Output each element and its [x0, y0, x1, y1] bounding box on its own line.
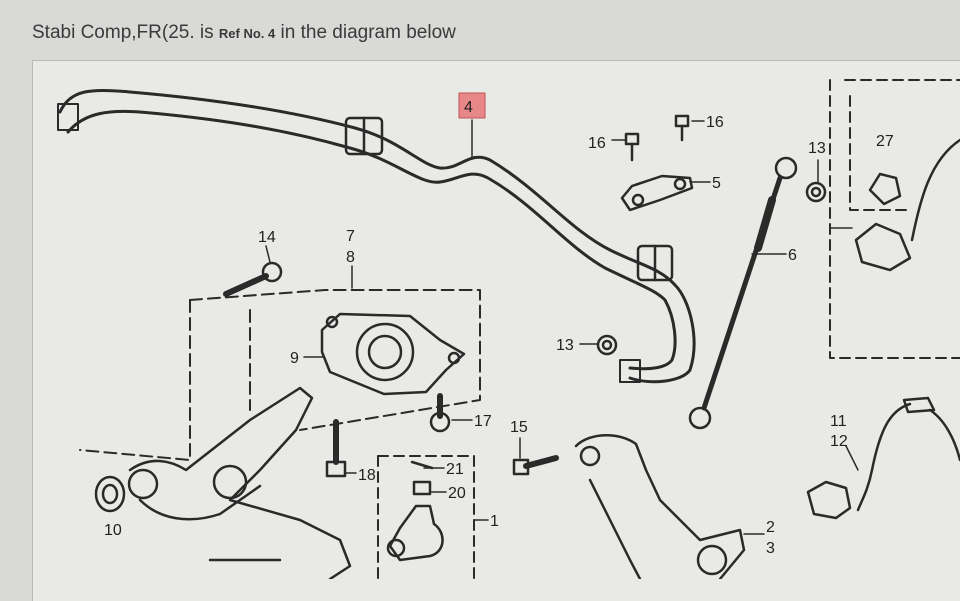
callout-18[interactable]: 18	[358, 467, 376, 484]
caption-prefix: Stabi Comp,FR(25. is	[32, 22, 214, 43]
washer-10[interactable]	[94, 475, 126, 513]
diagram-frame	[32, 60, 960, 601]
abs-sensor[interactable]	[806, 396, 960, 520]
stabilizer-link[interactable]	[688, 156, 798, 430]
callout-15[interactable]: 15	[510, 419, 528, 436]
callout-10[interactable]: 10	[104, 522, 122, 539]
caption-suffix: in the diagram below	[280, 22, 456, 43]
callout-3[interactable]: 3	[766, 540, 775, 557]
ball-joint-box	[377, 455, 475, 579]
bushing-holder[interactable]	[620, 174, 694, 212]
ref-4-badge[interactable]	[458, 92, 486, 119]
callout-14[interactable]: 14	[258, 229, 276, 246]
callout-16-left[interactable]: 16	[588, 135, 606, 152]
bolt-16-right[interactable]	[674, 114, 690, 142]
callout-4[interactable]: 4	[464, 99, 473, 116]
callout-16-right[interactable]: 16	[706, 114, 724, 131]
callout-1[interactable]: 1	[490, 513, 499, 530]
nut-13-mid[interactable]	[596, 334, 618, 356]
diagram-caption: Stabi Comp,FR(25. is Ref No. 4 in the di…	[32, 22, 456, 44]
callout-7[interactable]: 7	[346, 228, 355, 245]
bar-bushing-right[interactable]	[636, 244, 674, 282]
ball-joint[interactable]	[386, 460, 444, 562]
callout-8[interactable]: 8	[346, 249, 355, 266]
callout-2[interactable]: 2	[766, 519, 775, 536]
lower-arm[interactable]	[127, 386, 352, 579]
bolt-16-left[interactable]	[624, 132, 640, 162]
leader-lines	[265, 119, 859, 535]
bolt-14[interactable]	[223, 261, 283, 297]
inset-box	[829, 79, 960, 359]
wheel-sensor-bracket[interactable]	[854, 138, 960, 272]
nut-13-top[interactable]	[805, 181, 827, 203]
knuckle[interactable]	[574, 434, 746, 579]
callout-27[interactable]: 27	[876, 133, 894, 150]
parts-diagram: 4 16 16 5 13 27 6 14 7 8 9 13 17 15 21 1…	[57, 79, 960, 579]
callout-12[interactable]: 12	[830, 433, 848, 450]
callout-13-mid[interactable]: 13	[556, 337, 574, 354]
callout-6[interactable]: 6	[788, 247, 797, 264]
stabilizer-bar[interactable]	[57, 88, 696, 384]
callout-17[interactable]: 17	[474, 413, 492, 430]
bushing-box	[79, 289, 481, 461]
callout-5[interactable]: 5	[712, 175, 721, 192]
callout-21[interactable]: 21	[446, 461, 464, 478]
callout-20[interactable]: 20	[448, 485, 466, 502]
callout-13-top[interactable]: 13	[808, 140, 826, 157]
compliance-bushing[interactable]	[320, 312, 466, 396]
bolt-17[interactable]	[429, 393, 451, 433]
callout-11[interactable]: 11	[830, 413, 847, 430]
bolt-15[interactable]	[512, 455, 559, 476]
bar-bushing-left[interactable]	[344, 116, 384, 156]
bolt-18[interactable]	[325, 419, 347, 478]
caption-ref: Ref No. 4	[218, 26, 276, 41]
callout-9[interactable]: 9	[290, 350, 299, 367]
callout-labels: 4 16 16 5 13 27 6 14 7 8 9 13 17 15 21 1…	[104, 99, 894, 557]
